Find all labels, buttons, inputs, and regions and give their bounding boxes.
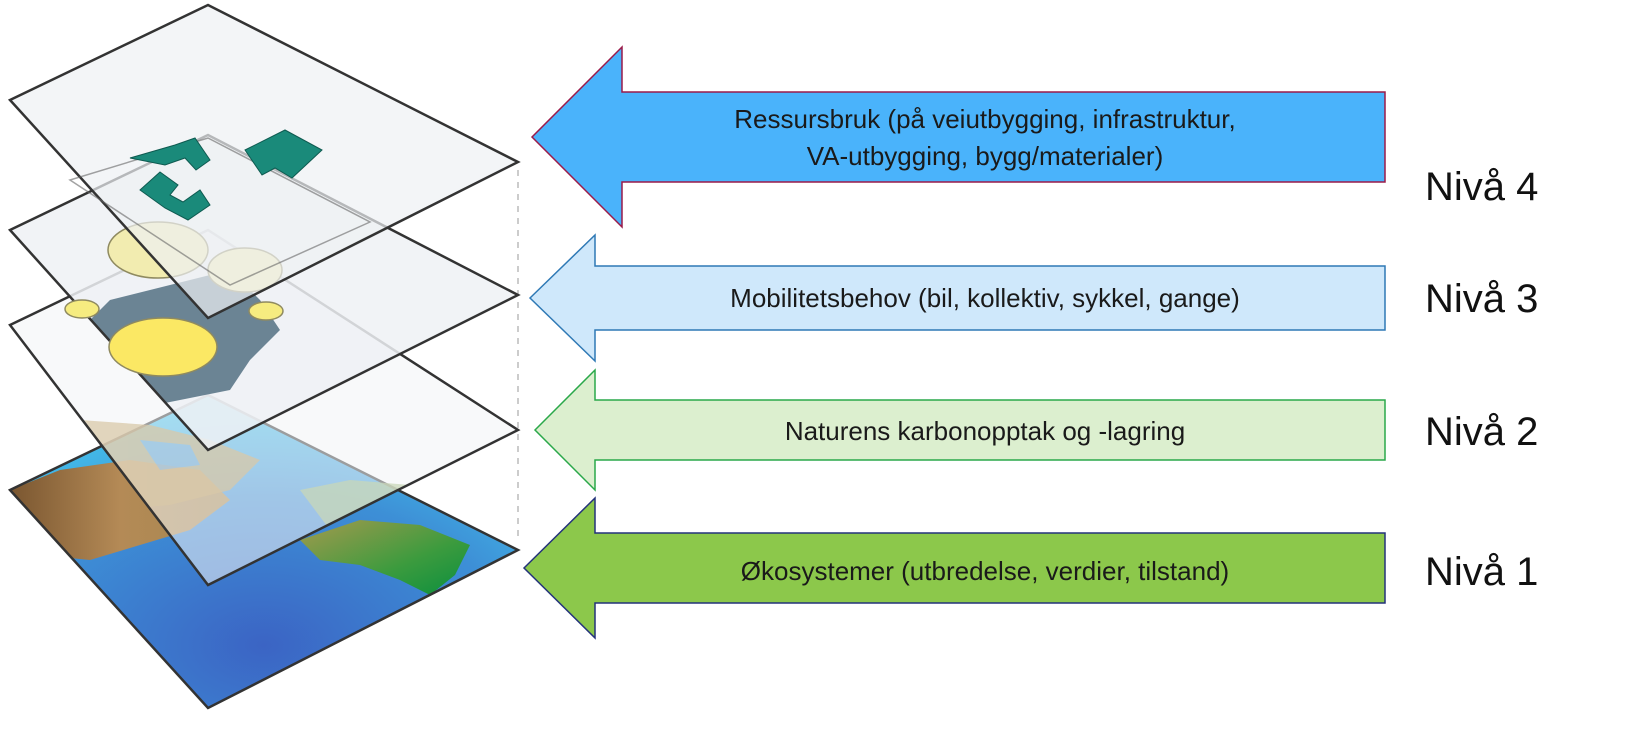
arrow-shape-level-3: [528, 233, 1386, 363]
circle-small-right: [248, 301, 284, 321]
layer-stack: [7, 3, 521, 710]
arrow-shape-level-2: [533, 368, 1386, 492]
recycle-arrow-3-icon: [139, 171, 211, 221]
arrow-level-1: Økosystemer (utbredelse, verdier, tilsta…: [522, 496, 1386, 640]
level-label-2: Nivå 2: [1425, 410, 1538, 454]
arrow-shape-level-4: [530, 45, 1386, 229]
level-label-4: Nivå 4: [1425, 165, 1538, 209]
land-africa: [300, 520, 470, 595]
recycle-arrow-2-icon: [244, 129, 323, 179]
circle-small-left: [64, 299, 100, 319]
arrow-label-level-2: Naturens karbonopptak og -lagring: [785, 416, 1185, 446]
level-label-1: Nivå 1: [1425, 550, 1538, 594]
recycle-arrow-1-icon: [129, 137, 211, 171]
arrow-label-level-3: Mobilitetsbehov (bil, kollektiv, sykkel,…: [730, 283, 1240, 313]
arrow-shape-level-1: [522, 496, 1386, 640]
arrow-level-4: Ressursbruk (på veiutbygging, infrastruk…: [530, 45, 1386, 229]
arrow-level-2: Naturens karbonopptak og -lagring: [533, 368, 1386, 492]
arrow-label-level-4-line-2: VA-utbygging, bygg/materialer): [807, 141, 1163, 171]
arrow-label-level-1: Økosystemer (utbredelse, verdier, tilsta…: [741, 556, 1229, 586]
arrow-label-level-4-line-1: Ressursbruk (på veiutbygging, infrastruk…: [734, 104, 1235, 134]
arrow-level-3: Mobilitetsbehov (bil, kollektiv, sykkel,…: [528, 233, 1386, 363]
circle-large-strong: [108, 317, 218, 377]
layer-4-resource-map: [7, 3, 521, 320]
level-label-3: Nivå 3: [1425, 277, 1538, 321]
